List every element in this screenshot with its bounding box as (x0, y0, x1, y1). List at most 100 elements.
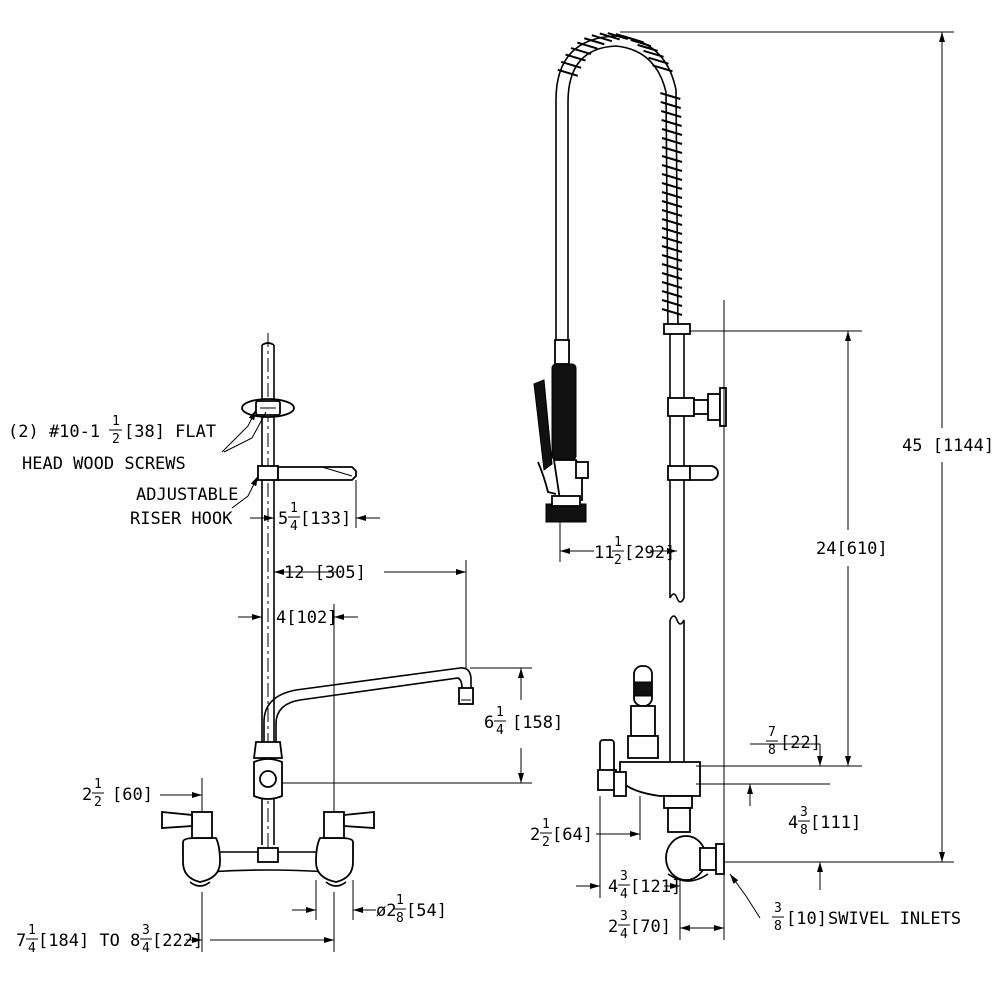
coil-turn (661, 236, 683, 244)
spout-height-whole: 6 (484, 713, 494, 733)
coil-turn (661, 281, 683, 289)
coil-turn (607, 32, 629, 40)
svg-text:1: 1 (396, 893, 404, 908)
coil-turn (557, 68, 579, 77)
base-dim-whole: 4 (608, 877, 618, 897)
coil-turn (591, 34, 613, 43)
left-dimensions (160, 409, 532, 952)
coil-turn (661, 209, 683, 217)
coil-turn (661, 245, 683, 253)
top-dim-mm: [22] (780, 733, 821, 753)
left-labels: (2) #10-1 1 2 [38] FLAT HEAD WOOD SCREWS… (8, 414, 563, 956)
coil-turn (661, 146, 683, 154)
coil-turn (660, 101, 682, 109)
svg-text:1: 1 (542, 817, 550, 832)
coil-turn (661, 227, 683, 235)
coil-turn (661, 200, 683, 208)
svg-text:3: 3 (620, 909, 628, 924)
svg-text:3: 3 (142, 923, 150, 938)
riser-height-dim: 24[610] (816, 539, 888, 559)
top-dim-num: 7 (768, 725, 776, 740)
screws-label-line1: (2) #10-1 (8, 422, 100, 442)
coil-turn (661, 137, 683, 145)
svg-text:4: 4 (620, 927, 628, 942)
spout-length-dim: 12 [305] (284, 563, 366, 583)
hook-dim-mm: [133] (300, 509, 351, 529)
coil-turn (661, 299, 683, 307)
svg-text:4: 4 (142, 941, 150, 956)
coil-turn (661, 119, 682, 127)
spray-dim-whole: 11 (594, 543, 614, 563)
handle-dim-whole: 2 (530, 825, 540, 845)
svg-text:3: 3 (800, 805, 808, 820)
coil-turn (599, 32, 621, 41)
overall-height-dim: 45 [1144] (902, 436, 994, 456)
coil-turn (661, 182, 683, 190)
svg-text:2: 2 (112, 432, 120, 447)
coil-turn (661, 290, 683, 298)
hook-dim-whole: 5 (278, 509, 288, 529)
base-dim-mm: [121] (630, 877, 681, 897)
coil-turn (577, 41, 598, 50)
svg-text:8: 8 (768, 743, 776, 758)
coil-turn (643, 49, 664, 58)
coil-turn (661, 218, 683, 226)
coil-turn (648, 56, 669, 65)
flange-dim-prefix: ø2 (376, 901, 396, 921)
riser-hook-label-line1: ADJUSTABLE (136, 485, 238, 505)
spring-coil (557, 32, 683, 316)
inlet-offset-whole: 2 (608, 917, 618, 937)
right-dimensions (559, 31, 954, 940)
coil-turn (661, 263, 683, 271)
coil-turn (661, 164, 683, 172)
inlet-dim-mm: [10] (786, 909, 827, 929)
svg-text:2: 2 (94, 795, 102, 810)
svg-text:2: 2 (614, 553, 622, 568)
coil-turn (630, 39, 652, 47)
wall-dim-whole: 2 (82, 785, 92, 805)
svg-text:2: 2 (542, 835, 550, 850)
svg-text:1: 1 (94, 777, 102, 792)
coil-turn (623, 35, 644, 44)
svg-text:1: 1 (28, 923, 36, 938)
inlet-dim-num: 3 (774, 901, 782, 916)
centers-dim-whole-a: 7 (16, 931, 26, 951)
flange-dim-mm: [54] (406, 901, 447, 921)
body-dim-whole: 4 (788, 813, 798, 833)
coil-turn (661, 155, 683, 163)
coil-turn (660, 92, 681, 100)
coil-turn (661, 254, 683, 262)
coil-turn (661, 272, 683, 280)
svg-text:4: 4 (620, 887, 628, 902)
coil-turn (637, 43, 658, 52)
coil-turn (661, 191, 683, 199)
spray-dim-mm: [292] (624, 543, 675, 563)
handle-dim-mm: [64] (552, 825, 593, 845)
spout-height-mm: [158] (512, 713, 563, 733)
riser-hook-label-line2: RISER HOOK (130, 509, 233, 529)
coil-turn (661, 128, 683, 136)
coil-turn (652, 64, 673, 73)
coil-turn (560, 60, 582, 69)
svg-text:3: 3 (620, 869, 628, 884)
svg-text:4: 4 (290, 519, 298, 534)
left-faucet-assembly (161, 333, 474, 887)
body-dim-mm: [111] (810, 813, 861, 833)
coil-turn (584, 37, 605, 46)
right-faucet-assembly (533, 32, 727, 882)
inlet-offset-mm: [70] (630, 917, 671, 937)
svg-text:1: 1 (112, 414, 120, 429)
center-offset-dim: 4[102] (276, 608, 337, 628)
coil-turn (661, 173, 683, 181)
coil-turn (661, 308, 683, 316)
coil-turn (660, 110, 682, 118)
svg-text:1: 1 (614, 535, 622, 550)
svg-text:8: 8 (800, 823, 808, 838)
svg-text:8: 8 (774, 919, 782, 934)
svg-text:1: 1 (496, 705, 504, 720)
centers-dim-mm-b: [222] (152, 931, 203, 951)
screws-label-tail: [38] FLAT (124, 422, 216, 442)
coil-turn (570, 47, 592, 56)
screws-label-line2: HEAD WOOD SCREWS (22, 454, 186, 474)
